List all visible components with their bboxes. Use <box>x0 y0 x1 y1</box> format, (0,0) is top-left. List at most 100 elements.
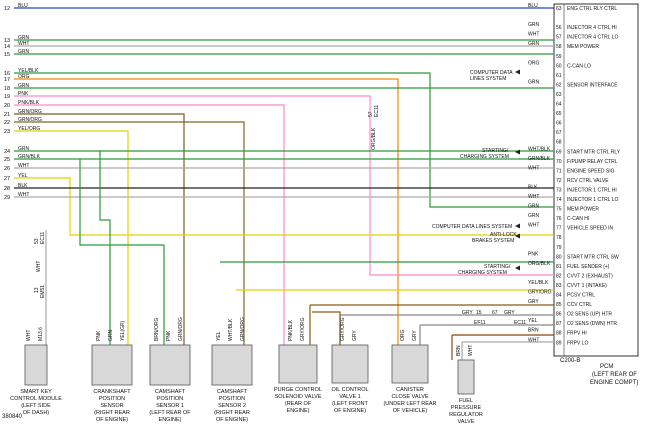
side-labels: COMPUTER DATA LINES SYSTEM STARTING/ CHA… <box>432 70 517 276</box>
component-label: POSITION <box>157 396 183 402</box>
component-wire-label: PNK <box>96 330 102 341</box>
pcm-connector-label: C200-B <box>560 358 580 364</box>
row-wire-color: BLK <box>18 183 28 189</box>
pcm-pin-number: 87 <box>556 321 562 327</box>
wire-grn-cam1 <box>79 159 165 345</box>
pcm-pin-function: F/PUMP RELAY CTRL <box>567 159 618 165</box>
pcm-pin-function: O2 SENS (UP) HTR <box>567 312 612 318</box>
pcm-pin-number: 69 <box>556 149 562 155</box>
pcm-pin-wire: GRN <box>528 213 540 219</box>
pcm-pin-number: 65 <box>556 111 562 117</box>
wire-grn-crank <box>99 151 111 345</box>
component-label: VALVE 1 <box>339 394 361 400</box>
component-label: OF VEHICLE) <box>393 408 428 414</box>
component-label: POSITION <box>99 396 125 402</box>
splice-15-id: EF11 <box>474 320 486 326</box>
component-label: SENSOR 1 <box>156 403 184 409</box>
pcm-location-2: ENGINE COMPT) <box>590 380 638 386</box>
splice-57-num: 57 <box>368 111 374 117</box>
splice-67-id: EC11 <box>514 320 526 326</box>
row-number: 20 <box>4 103 10 109</box>
component-wire-label: GRN/ORG <box>240 317 246 341</box>
pcm-pin-wire: BRN <box>528 328 539 334</box>
row-wire-color: YEL/ORG <box>18 126 40 132</box>
row-wire-color: GRN/BLK <box>18 154 41 160</box>
pcm-pin-function: C-CAN LO <box>567 63 591 69</box>
pcm-pin-wire: GRN <box>528 204 540 210</box>
pcm-pin-wire: WHT/BLK <box>528 146 551 152</box>
component-box <box>24 344 48 386</box>
pcm-pin-number: 71 <box>556 168 562 174</box>
pcm-pin-wire: GRN <box>528 22 540 28</box>
pcm-pin-wire: WHT <box>528 194 539 200</box>
row-wire-color: GRN/ORG <box>18 117 42 123</box>
row-wire-color: PNK <box>18 91 29 97</box>
component-label: FUEL <box>459 398 473 404</box>
component-wire-label: GRY/ORG <box>300 317 306 341</box>
component-label: OIL CONTROL <box>331 387 368 393</box>
component-label: (LEFT FRONT <box>332 401 368 407</box>
pcm-pin-number: 79 <box>556 245 562 251</box>
pcm-pin-function: START MTR CTRL RLY <box>567 149 621 155</box>
pcm-pin-wire: YEL/BLK <box>528 280 549 286</box>
system-arrow <box>515 149 520 155</box>
row-wire-color: YEL/BLK <box>18 68 39 74</box>
row-number: 26 <box>4 166 10 172</box>
pcm-pin-wire: BLK <box>528 184 538 190</box>
pcm-pin-number: 88 <box>556 331 562 337</box>
component-label: POSITION <box>219 396 245 402</box>
pcm-pin-function: START MTR CTRL SW <box>567 254 619 260</box>
pcm-pin-wire: ORG <box>528 60 540 66</box>
component-box <box>391 344 429 384</box>
wire-yel-27 <box>14 177 554 236</box>
wire-pnk-20 <box>14 104 285 345</box>
component-wire-label: WHT <box>468 345 474 356</box>
component-label: OF ENGINE) <box>334 408 366 414</box>
component-label: (LEFT REAR OF <box>149 410 191 416</box>
wire-yel-org-23 <box>14 130 129 345</box>
component-label: CRANKSHAFT <box>93 389 131 395</box>
row-wire-color: WHT <box>18 192 29 198</box>
pcm-pin-wire: WHT <box>528 32 539 38</box>
pcm-pin-function: CVVT 1 (INTAKE) <box>567 283 607 289</box>
pcm-pin-wire: GRY/ORG <box>528 290 552 296</box>
component-label: OF ENGINE) <box>216 417 248 423</box>
pcm-pin-number: 83 <box>556 283 562 289</box>
pcm-pin-number: 58 <box>556 44 562 50</box>
pcm-pin-number: 73 <box>556 187 562 193</box>
pcm-pin-function: CCV CTRL <box>567 302 592 308</box>
row-number: 23 <box>4 129 10 135</box>
pcm-pin-number: 56 <box>556 25 562 31</box>
component-label: (LEFT SIDE <box>21 403 51 409</box>
row-number: 28 <box>4 186 10 192</box>
component-label: ENGINE) <box>287 408 310 414</box>
pcm-pin-function: MEM POWER <box>567 44 599 50</box>
pcm-pin-function: PCSV CTRL <box>567 293 595 299</box>
pcm-pin-function: SENSOR INTERFACE <box>567 82 618 88</box>
component-wire-label: GRN/ORG <box>178 317 184 341</box>
component-wire-label: GRN <box>108 330 114 342</box>
component-label: CLOSE VALVE <box>391 394 428 400</box>
row-wire-color: PNK/BLK <box>18 100 40 106</box>
component-wire-label: WHT <box>26 330 32 341</box>
component-wire-label: BRN <box>456 345 462 356</box>
computer-data-label-1: COMPUTER DATA <box>470 70 513 76</box>
component-box <box>149 344 191 386</box>
component-wire-label: ORG <box>400 330 406 342</box>
row-wire-color: BLU <box>18 3 28 9</box>
pcm-pin-function: O2 SENS (DWN) HTR <box>567 321 617 327</box>
component-label: (REAR OF <box>285 401 312 407</box>
row-number: 27 <box>4 176 10 182</box>
row-number: 14 <box>4 44 10 50</box>
pcm-pin-wire: BLU <box>528 3 538 9</box>
row-wire-color: GRN/ORG <box>18 109 42 115</box>
splice-57-wire: ORG/BLK <box>371 127 377 150</box>
pcm-pin-number: 78 <box>556 235 562 241</box>
splice-13-id: EM51 <box>40 285 46 298</box>
starting-charging-label-1: STARTING/ <box>482 148 509 154</box>
pcm-pin-number: 85 <box>556 302 562 308</box>
splice-67-wire: GRY <box>504 310 515 316</box>
pcm-pin-number: 66 <box>556 121 562 127</box>
pcm-pin-wire: WHT <box>528 165 539 171</box>
